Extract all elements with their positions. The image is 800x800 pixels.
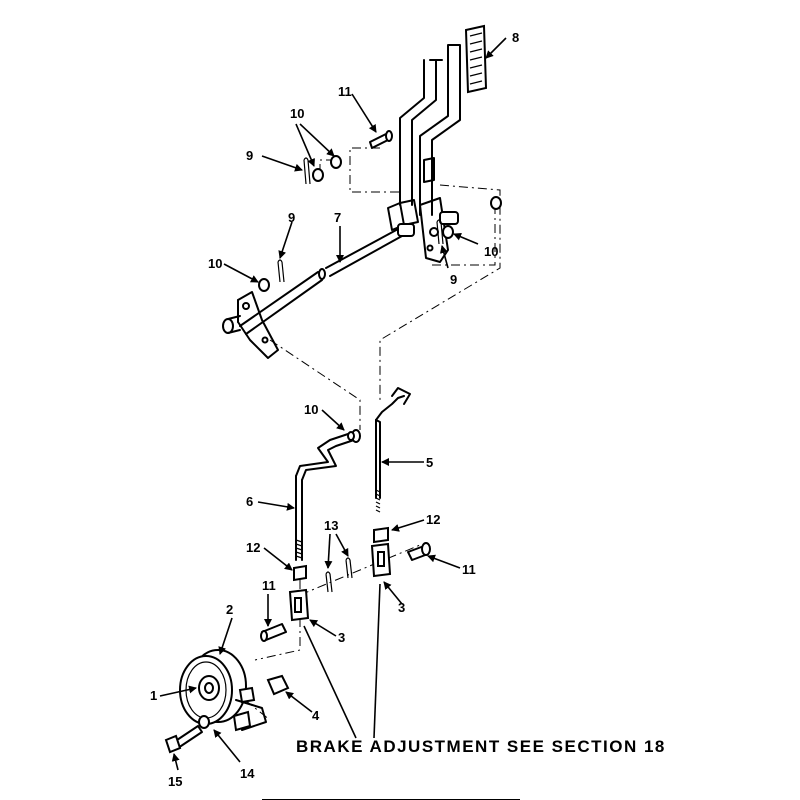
callout-7: 7 <box>334 210 341 225</box>
callout-3-right: 3 <box>398 600 405 615</box>
washer-rod <box>347 431 355 441</box>
callout-3-left: 3 <box>338 630 345 645</box>
callout-2: 2 <box>226 602 233 617</box>
callout-10-left: 10 <box>208 256 222 271</box>
callout-12-left: 12 <box>246 540 260 555</box>
callout-4: 4 <box>312 708 320 723</box>
assembly-centerlines <box>244 147 501 721</box>
brake-adjustment-note: BRAKE ADJUSTMENT SEE SECTION 18 <box>296 737 666 756</box>
callout-12-right: 12 <box>426 512 440 527</box>
leader-lines <box>159 37 507 771</box>
nut-item-4 <box>266 674 290 696</box>
callout-11-right: 11 <box>462 562 476 577</box>
washer-item-14 <box>198 715 210 729</box>
rod-right <box>375 387 411 513</box>
cotter-pin-right <box>436 219 444 245</box>
cotter-pin-top <box>303 157 311 185</box>
callout-8: 8 <box>512 30 519 45</box>
callout-9-top: 9 <box>246 148 253 163</box>
callout-11-top: 11 <box>338 84 352 99</box>
callout-numbers: 8 11 10 9 7 9 10 10 9 10 5 6 12 13 12 11… <box>150 30 519 789</box>
washer-top-a <box>312 168 324 182</box>
nut-right <box>373 526 389 544</box>
washer-top-b <box>330 155 342 169</box>
callout-13: 13 <box>324 518 338 533</box>
callout-10-right: 10 <box>484 244 498 259</box>
washer-right <box>442 225 454 239</box>
rod-left <box>295 429 361 561</box>
brake-pulley <box>164 649 290 754</box>
callout-6: 6 <box>246 494 253 509</box>
clevises <box>260 526 431 642</box>
callout-1: 1 <box>150 688 157 703</box>
callout-14: 14 <box>240 766 255 781</box>
callout-5: 5 <box>426 455 433 470</box>
cotter-pin-left <box>277 259 285 283</box>
callout-9-left: 9 <box>288 210 295 225</box>
washer-left <box>258 278 270 292</box>
pedal-pad <box>464 24 488 94</box>
pedal-lever-assembly <box>222 44 502 359</box>
nut-left <box>293 564 307 582</box>
callout-15: 15 <box>168 774 182 789</box>
callout-10-rod: 10 <box>304 402 318 417</box>
callout-11-left: 11 <box>262 578 276 593</box>
callout-9-right: 9 <box>450 272 457 287</box>
washer-far-right <box>490 196 502 210</box>
callout-10-top: 10 <box>290 106 304 121</box>
